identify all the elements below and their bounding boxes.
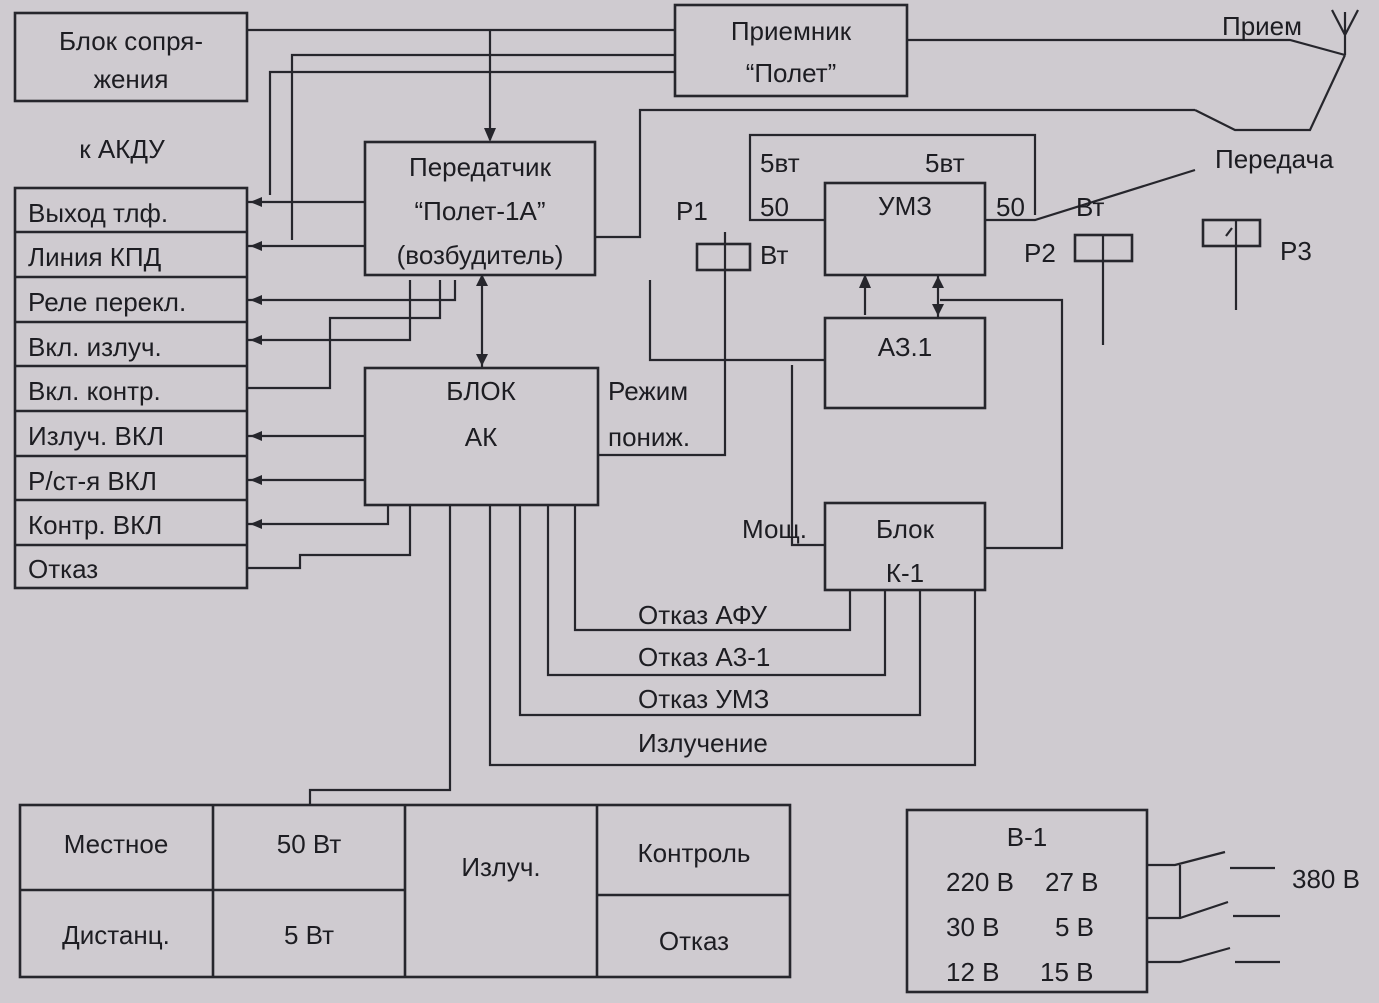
power-unit-title: В-1 [1007,822,1047,852]
control-panel: Местное Дистанц. 50 Вт 5 Вт Излуч. Контр… [18,803,792,979]
relay-p2: Р2 Вт [1024,192,1134,268]
power-unit-30v: 30 В [946,912,1000,942]
wire-otkaz [247,505,412,570]
mode-label-2: пониж. [608,422,690,452]
antenna-receive-label: Прием [1222,11,1302,41]
wire-receiver-out [290,53,675,240]
receiver-label-2: “Полет” [746,58,837,88]
fault-afu-label: Отказ АФУ [638,600,767,630]
akdu-row-vkl-kontr: Вкл. контр. [28,376,161,406]
akdu-row-vkl-izluch: Вкл. излуч. [28,332,162,362]
wire-az-k1 [940,298,1064,550]
panel-fault: Отказ [659,926,729,956]
transmitter-label-1: Передатчик [409,152,552,182]
relay-p1-label: Р1 [676,196,708,226]
emission-label: Излучение [638,728,768,758]
akdu-row-izluch-vkl: Излуч. ВКЛ [28,421,164,451]
wire-vkl-kontr [247,280,442,390]
transmitter-block: Передатчик “Полет-1А” (возбудитель) [363,140,597,277]
power-unit-220v: 220 В [946,867,1014,897]
akdu-table: Выход тлф. Линия КПД Реле перекл. Вкл. и… [13,186,249,590]
wire-otkaz-az1 [546,505,887,677]
wire-power [790,365,825,547]
power-unit-27v: 27 В [1045,867,1099,897]
relay-p3: Р3 [1201,218,1312,266]
wire-5w-loop [748,133,1037,215]
wire-rele-perekl [247,280,457,302]
wire-tx-az [648,280,825,362]
panel-local: Местное [64,829,169,859]
label-5w-right: 5вт [925,148,965,178]
ak-block: БЛОК АК [363,366,600,507]
akdu-row-kontr-vkl: Контр. ВКЛ [28,510,162,540]
wire-umz-right [985,168,1196,222]
wire-umz-left [748,185,825,222]
wire-akdu-receiver [268,70,675,195]
akdu-row-otkaz: Отказ [28,554,98,584]
label-5w-left: 5вт [760,148,800,178]
wire-antenna-mast [1331,9,1359,55]
relay-p1: Р1 Вт [676,196,788,272]
label-50-left: 50 [760,192,789,222]
akdu-row-rele-perekl: Реле перекл. [28,287,186,317]
wire-mode [598,365,727,457]
az1-label: АЗ.1 [878,332,932,362]
wire-kontr-vkl [247,505,390,526]
wire-izluchenie [488,505,977,767]
umz-label: УМЗ [878,191,932,221]
ak-label-2: АК [465,422,498,452]
akdu-row-linia-kpd: Линия КПД [28,242,162,272]
panel-50w: 50 Вт [277,829,342,859]
wire-otkaz-afu [573,505,852,632]
transmitter-label-2: “Полет-1А” [414,196,545,226]
wire-antenna-switch [1194,54,1346,132]
akdu-row-vyhod-tlf: Выход тлф. [28,198,168,228]
relay-p2-vt-label: Вт [1076,192,1104,222]
akdu-arrows [250,197,262,529]
panel-5w: 5 Вт [284,920,334,950]
k1-block: Блок К-1 [823,501,987,592]
interface-block-label-2: жения [94,64,169,94]
wire-vkl-izluch [247,280,412,342]
wire-antenna-receive [907,38,1346,57]
receiver-block: Приемник “Полет” [673,3,909,98]
panel-remote: Дистанц. [62,920,170,950]
umz-block: УМЗ [823,181,987,277]
transmitter-label-3: (возбудитель) [397,240,564,270]
fault-umz-label: Отказ УМЗ [638,684,769,714]
k1-label-2: К-1 [886,558,924,588]
label-50-right: 50 [996,192,1025,222]
wiring [247,9,1359,805]
relay-p1-vt-label: Вт [760,240,788,270]
receiver-label-1: Приемник [731,16,852,46]
power-unit-5v: 5 В [1055,912,1094,942]
k1-label-1: Блок [876,514,935,544]
power-label: Мощ. [742,514,807,544]
wire-tx-umz [595,108,1195,239]
fault-az1-label: Отказ А3-1 [638,642,770,672]
relay-p3-label: Р3 [1280,236,1312,266]
power-input-switches [1147,850,1280,964]
wire-ak-panel [308,505,452,805]
relay-p2-label: Р2 [1024,238,1056,268]
panel-emission: Излуч. [461,852,540,882]
power-unit-12v: 12 В [946,957,1000,987]
az1-block: АЗ.1 [823,316,987,410]
ak-label-1: БЛОК [446,376,516,406]
interface-block: Блок сопря- жения [13,11,249,103]
power-input-label: 380 В [1292,864,1360,894]
interface-block-label-1: Блок сопря- [59,26,203,56]
antenna-transmit-label: Передача [1215,144,1334,174]
wire-otkaz-umz [518,505,922,717]
mode-label-1: Режим [608,376,688,406]
to-akdu-label: к АКДУ [79,134,165,164]
power-unit-block: В-1 220 В 27 В 30 В 5 В 12 В 15 В [905,808,1149,994]
panel-control: Контроль [638,838,751,868]
akdu-row-rst-vkl: Р/ст-я ВКЛ [28,466,157,496]
power-unit-15v: 15 В [1040,957,1094,987]
